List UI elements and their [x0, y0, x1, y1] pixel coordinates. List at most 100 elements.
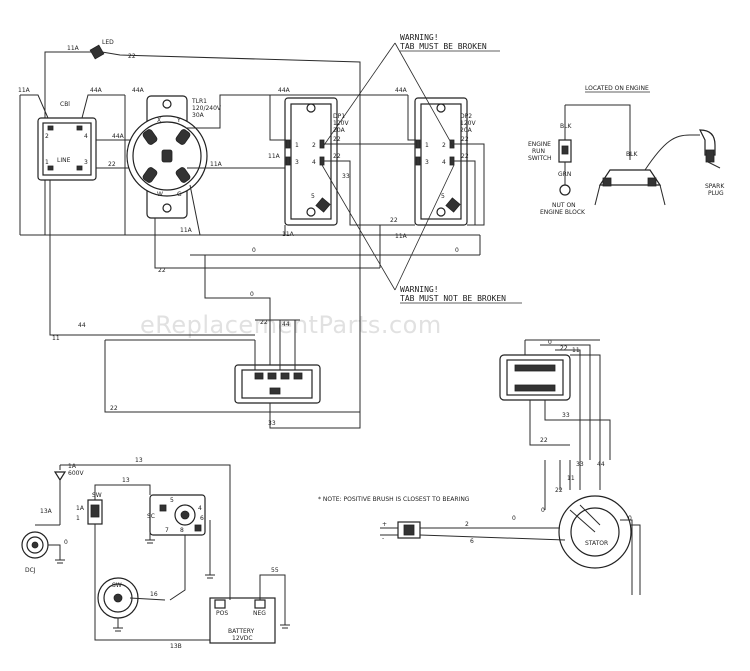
dp1-voltage: 120V [333, 120, 349, 127]
wire-label-0-mid: 0 [250, 291, 254, 298]
wire-label-44a-e: 44A [395, 87, 408, 94]
wire-label-22-stator-low: 22 [540, 437, 548, 444]
wire-label-22-reg: 22 [260, 319, 268, 326]
warning-bottom-title: WARNING! [400, 285, 439, 294]
wire-label-22-led: 22 [128, 53, 136, 60]
wire-label-13b: 13 [122, 477, 130, 484]
warning-top-text: TAB MUST BE BROKEN [400, 42, 487, 51]
wire-label-33: 33 [342, 173, 350, 180]
warning-bottom-text: TAB MUST NOT BE BROKEN [400, 294, 506, 303]
wire-label-13: 13 [135, 457, 143, 464]
tlr1-pin-g: G [177, 191, 182, 198]
sc-pin-5: 5 [170, 497, 174, 504]
wire-label-44a-a: 44A [90, 87, 103, 94]
tlr1-amperage: 30A [192, 112, 205, 119]
watermark: eReplacementParts.com [140, 311, 442, 339]
wire-label-44a-c: 44A [132, 87, 145, 94]
brush-minus: - [382, 535, 384, 542]
battery-neg-label: NEG [253, 610, 266, 617]
duplex-receptacle-dp2: 1 2 3 4 5 DP2 120V 20A 44A 22 22 22 11A … [379, 87, 485, 268]
cb1-pin-2: 2 [45, 133, 49, 140]
battery-voltage: 12VDC [232, 635, 253, 642]
dp1-pin-1: 1 [295, 142, 299, 149]
tlr1-pin-y: Y [176, 117, 181, 124]
tlr1-pin-w: W [157, 191, 163, 198]
nut-on-engine-block-line2: ENGINE BLOCK [540, 209, 586, 216]
wire-label-13a: 13A [40, 508, 53, 515]
voltage-regulator: 44 22 33 22 44 11 [52, 319, 361, 429]
nut-on-engine-block-line1: NUT ON [552, 202, 576, 209]
dp2-pin-3: 3 [425, 159, 429, 166]
wire-label-2: 2 [465, 521, 469, 528]
wire-label-22-long: 22 [158, 267, 166, 274]
dp1-pin-5: 5 [311, 193, 315, 200]
dp2-label: DP2 [460, 113, 472, 120]
dp2-pin-1: 1 [425, 142, 429, 149]
dp1-pin-4: 4 [312, 159, 316, 166]
positive-brush-note: * NOTE: POSITIVE BRUSH IS CLOSEST TO BEA… [318, 496, 470, 503]
dp2-pin-4: 4 [442, 159, 446, 166]
wire-label-1: 1 [76, 515, 80, 522]
twist-lock-receptacle-tlr1: X Y W G TLR1 120/240V 30A 44A 11A 11A 22 [124, 87, 380, 274]
dp2-amperage: 20A [460, 127, 473, 134]
brush-assembly: * NOTE: POSITIVE BRUSH IS CLOSEST TO BEA… [318, 496, 566, 545]
warning-tab-must-not-be-broken: WARNING! TAB MUST NOT BE BROKEN [321, 164, 522, 304]
wire-label-11-stator: 11 [572, 347, 580, 354]
dp1-label: DP1 [333, 113, 345, 120]
wire-label-22-right: 22 [390, 217, 398, 224]
sc-label: SC [147, 513, 155, 520]
wire-label-22-dp2b: 22 [461, 153, 469, 160]
wire-label-11a-left: 11A [18, 87, 31, 94]
wire-label-6: 6 [470, 538, 474, 545]
dp1-pin-2: 2 [312, 142, 316, 149]
battery-label: BATTERY [228, 628, 255, 635]
wire-label-0-low: 0 [628, 515, 632, 522]
cb1-pin-3: 3 [84, 159, 88, 166]
sc-pin-4: 4 [198, 505, 202, 512]
wire-label-33-s: 33 [576, 461, 584, 468]
dp1-amperage: 20A [333, 127, 346, 134]
common-bus: 0 [20, 234, 481, 370]
wire-label-33-bottom: 33 [268, 420, 276, 427]
wire-label-44a-b: 44A [112, 133, 125, 140]
wire-label-44-stator: 44 [597, 461, 605, 468]
wire-label-0-b: 0 [455, 247, 459, 254]
warning-tab-must-be-broken: WARNING! TAB MUST BE BROKEN [321, 33, 500, 149]
dp2-pin-2: 2 [442, 142, 446, 149]
led-label: LED [102, 39, 114, 46]
wire-label-0-s2: 0 [541, 507, 545, 514]
wire-label-0-conn: 0 [64, 539, 68, 546]
warning-top-title: WARNING! [400, 33, 439, 42]
wire-label-11a-dp1: 11A [268, 153, 281, 160]
brush-plus: + [382, 521, 387, 528]
fuse-rating: 600V [68, 470, 84, 477]
cb1-label: CBl [60, 101, 70, 108]
starter-motor-label: SW [112, 582, 122, 589]
cb1-pin-1: 1 [45, 159, 49, 166]
spark-plug-line1: SPARK [705, 183, 725, 190]
stator-label: STATOR [585, 540, 608, 547]
cb1-pin-4: 4 [84, 133, 88, 140]
blk-label-coil: BLK [626, 151, 638, 158]
tlr1-pin-x: X [157, 117, 161, 124]
wire-label-0-low2: 0 [512, 515, 516, 522]
wire-label-1a: 1A [76, 505, 85, 512]
tlr1-label: TLR1 [191, 98, 207, 105]
dcj-label: DCJ [25, 567, 36, 574]
spark-plug-line2: PLUG [708, 190, 724, 197]
stator: STATOR 0 0 [512, 495, 641, 595]
wire-label-11a-mid: 11A [210, 161, 223, 168]
wire-label-22-dp2a: 22 [461, 136, 469, 143]
wire-label-11a-low: 11A [180, 227, 193, 234]
stator-connector: 0 22 11 33 22 11 22 33 44 0 [499, 339, 611, 514]
circuit-breaker-cb1: 2 4 1 3 LINE CBl 11A 44A 44A 22 [18, 87, 255, 336]
wire-label-22-a: 22 [108, 161, 116, 168]
wire-label-33-stator: 33 [562, 412, 570, 419]
blk-label-switch: BLK [560, 123, 572, 130]
wire-label-44-left: 44 [78, 322, 86, 329]
dp1-pin-3: 3 [295, 159, 299, 166]
wire-label-22-dp1a: 22 [333, 136, 341, 143]
wire-label-22-bottom: 22 [110, 405, 118, 412]
